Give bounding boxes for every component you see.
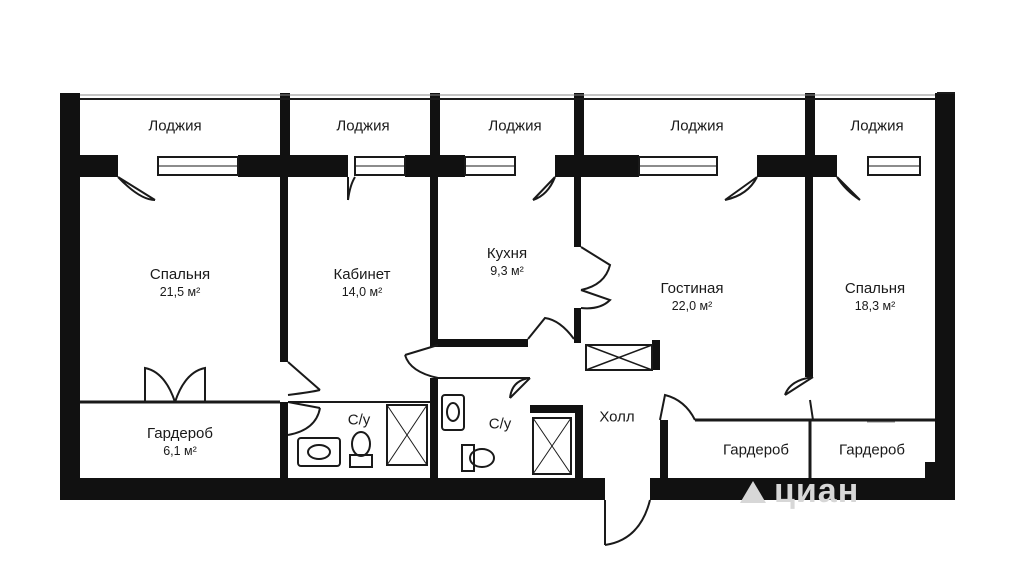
balcony-door-5 xyxy=(836,176,861,201)
room-study: Кабинет 14,0 м² xyxy=(333,266,390,300)
shower-2 xyxy=(532,417,572,475)
room-area: 14,0 м² xyxy=(341,284,383,299)
room-area: 22,0 м² xyxy=(671,298,713,313)
loggia-label-5: Лоджия xyxy=(850,117,904,135)
balcony-door-2 xyxy=(347,176,356,201)
walls xyxy=(60,93,955,500)
outer-wall-right xyxy=(935,93,955,500)
loggia-divider-4 xyxy=(805,93,815,155)
wall-bath1-right xyxy=(430,378,438,478)
kitchen-door xyxy=(580,246,612,310)
facade-wall-3 xyxy=(405,155,465,177)
kitchen-hall-door xyxy=(527,316,575,340)
hall-living-door xyxy=(659,393,696,421)
room-area: 6,1 м² xyxy=(163,443,197,458)
toilet-2 xyxy=(469,448,495,468)
room-name: Гардероб xyxy=(147,424,213,442)
balcony-door-3 xyxy=(532,176,556,201)
wall-bedroom-study xyxy=(280,177,288,362)
loggia-label-4: Лоджия xyxy=(670,117,724,135)
wall-right-stub xyxy=(925,462,935,478)
outer-wall-bottom-right xyxy=(650,478,955,500)
room-area: 18,3 м² xyxy=(854,298,896,313)
bedroom-right-door xyxy=(784,376,814,396)
room-area: 9,3 м² xyxy=(490,263,524,278)
wall-kitchen-living-top xyxy=(574,177,581,247)
wall-bath2-right xyxy=(575,405,583,478)
room-bedroom-left: Спальня 21,5 м² xyxy=(150,266,210,300)
facade-wall-4 xyxy=(555,155,639,177)
wall-bath1-left xyxy=(280,402,288,478)
room-name: Спальня xyxy=(844,279,906,297)
outer-wall-left xyxy=(60,93,80,500)
room-name: Гостиная xyxy=(660,279,724,297)
toilet-1 xyxy=(351,431,371,457)
sink-1 xyxy=(297,437,341,467)
loggia-divider-1 xyxy=(280,93,290,155)
loggia-label-1: Лоджия xyxy=(148,117,202,135)
room-name: Кухня xyxy=(486,244,528,262)
facade-wall-1 xyxy=(80,155,118,177)
balcony-door-1 xyxy=(117,176,156,201)
thin-lines xyxy=(80,92,955,546)
loggia-divider-3 xyxy=(574,93,584,155)
room-name: Кабинет xyxy=(333,265,391,283)
wall-hall-left xyxy=(660,420,668,478)
facade-wall-2 xyxy=(238,155,348,177)
room-wardrobe-right: Гардероб xyxy=(839,441,905,459)
room-wardrobe-mid: Гардероб xyxy=(723,441,789,459)
room-name: Спальня xyxy=(149,265,211,283)
loggia-label-2: Лоджия xyxy=(336,117,390,135)
shower-1 xyxy=(386,404,428,466)
entrance-door xyxy=(604,499,651,546)
sink-2 xyxy=(441,394,465,431)
wall-study-kitchen xyxy=(430,177,438,347)
balcony-door-4 xyxy=(724,176,758,201)
room-hall: Холл xyxy=(599,408,635,426)
room-bathroom-1: С/у xyxy=(347,411,371,429)
hall-door-1 xyxy=(404,344,439,379)
room-bedroom-right: Спальня 18,3 м² xyxy=(845,280,905,314)
wardrobe-double-door xyxy=(144,366,206,403)
room-kitchen: Кухня 9,3 м² xyxy=(487,245,527,279)
room-living: Гостиная 22,0 м² xyxy=(661,280,724,314)
study-door xyxy=(287,361,321,396)
bath2-door xyxy=(509,377,531,399)
bath1-door xyxy=(287,401,321,436)
wall-living-bedroom xyxy=(805,177,813,377)
watermark: циан xyxy=(740,472,859,511)
watermark-text: циан xyxy=(774,472,860,510)
toilet-2-tank xyxy=(461,444,475,472)
ventilation-shaft xyxy=(585,344,653,371)
outer-wall-bottom-left xyxy=(60,478,605,500)
wall-shaft-right xyxy=(652,340,660,370)
room-wardrobe-left: Гардероб 6,1 м² xyxy=(147,425,213,459)
loggia-label-3: Лоджия xyxy=(488,117,542,135)
facade-wall-5 xyxy=(757,155,837,177)
room-bathroom-2: С/у xyxy=(488,415,512,433)
room-area: 21,5 м² xyxy=(159,284,201,299)
loggia-divider-2 xyxy=(430,93,440,155)
wall-kitchen-living-bottom xyxy=(574,308,581,343)
wall-bath2-top xyxy=(530,405,575,413)
cian-logo-icon xyxy=(740,480,766,503)
wall-kitchen-bottom xyxy=(438,339,528,347)
